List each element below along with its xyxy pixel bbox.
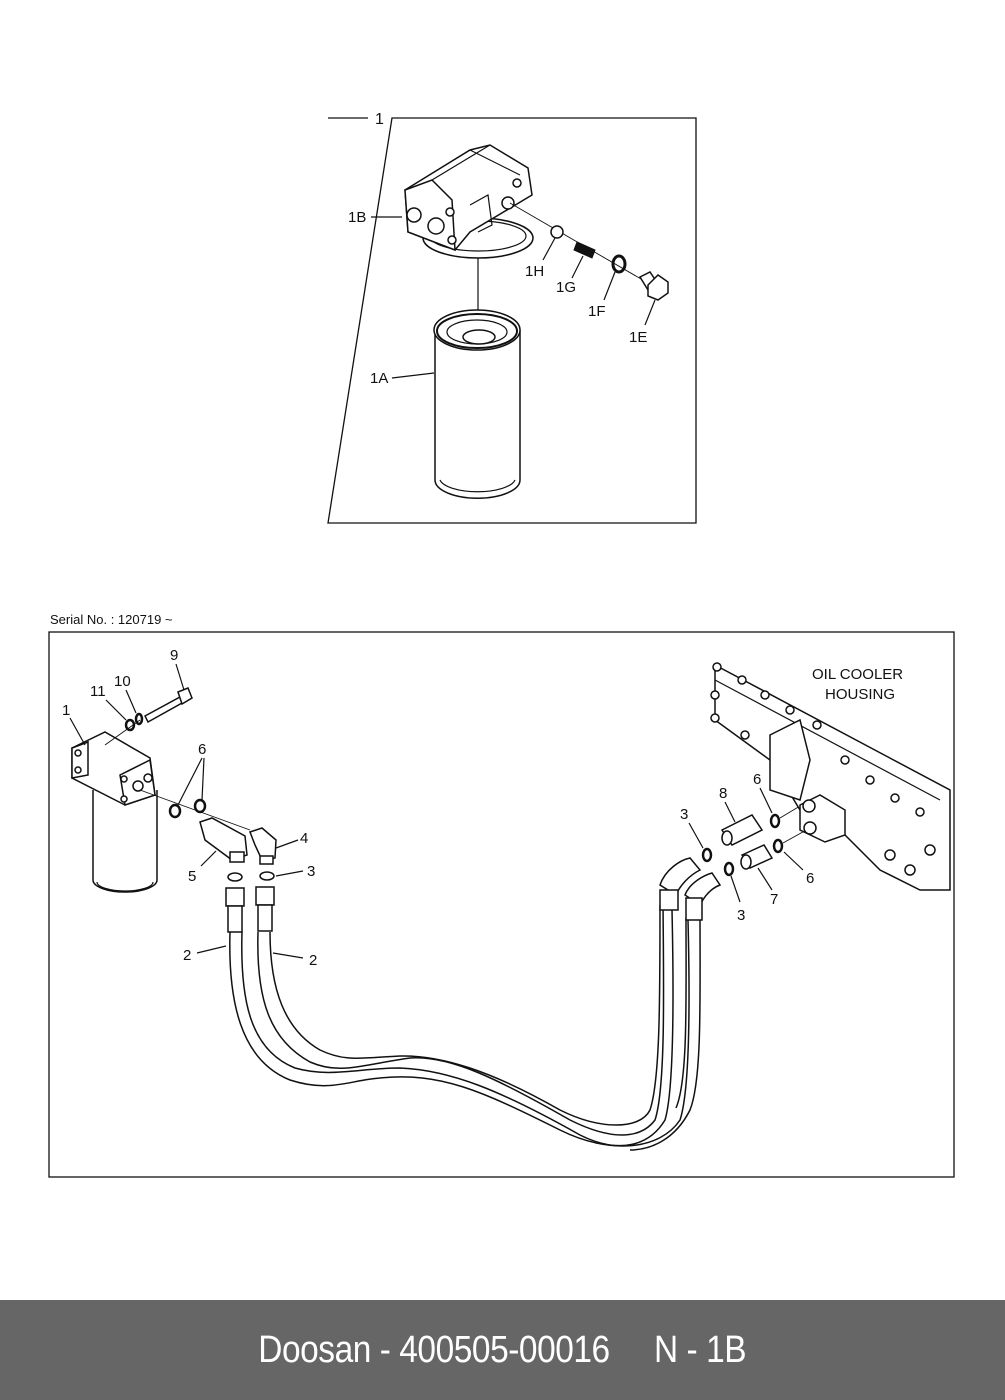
part-1F-oring bbox=[611, 254, 627, 274]
callout-1A: 1A bbox=[370, 370, 388, 387]
hose-end-right bbox=[659, 857, 722, 921]
oring-6-left-a bbox=[168, 803, 182, 819]
part-1H-ring bbox=[550, 225, 564, 239]
callout-1: 1 bbox=[62, 702, 70, 719]
part-1E-plug bbox=[638, 271, 669, 301]
serial-number-label: Serial No. : 120719 ~ bbox=[50, 612, 173, 627]
callout-3-left: 3 bbox=[307, 863, 315, 880]
fitting-5 bbox=[199, 817, 248, 863]
callout-6-lower: 6 bbox=[806, 870, 814, 887]
bottom-assembly-frame bbox=[48, 631, 955, 1178]
oring-3-left-b bbox=[259, 871, 275, 881]
callout-10: 10 bbox=[114, 673, 131, 690]
callout-11: 11 bbox=[90, 683, 106, 700]
callout-1G: 1G bbox=[556, 279, 576, 296]
oring-3-right-a bbox=[701, 847, 713, 863]
filter-head bbox=[404, 144, 534, 259]
hose-end-left bbox=[225, 886, 275, 933]
callout-1E: 1E bbox=[629, 329, 647, 346]
callout-9: 9 bbox=[170, 647, 178, 664]
oring-3-right-b bbox=[723, 861, 735, 877]
filter-canister bbox=[433, 309, 521, 499]
top-callouts: 1B 1H 1G 1F 1E 1A bbox=[348, 209, 656, 387]
fitting-7 bbox=[740, 844, 774, 870]
assembly-label-1: 1 bbox=[375, 111, 384, 128]
footer-part-number: Doosan - 400505-00016 N - 1B bbox=[258, 1328, 747, 1371]
bottom-callouts: 9 10 11 1 6 4 5 3 2 2 3 8 6 6 7 3 bbox=[62, 647, 814, 969]
callout-4: 4 bbox=[300, 830, 308, 847]
callout-1F: 1F bbox=[588, 303, 606, 320]
callout-6-left: 6 bbox=[198, 741, 206, 758]
remote-filter-assembly bbox=[71, 731, 158, 893]
fitting-8 bbox=[720, 814, 764, 846]
callout-3-upper: 3 bbox=[680, 806, 688, 823]
oil-cooler-housing bbox=[710, 662, 951, 891]
fitting-4-elbow bbox=[249, 827, 277, 865]
callout-2-left: 2 bbox=[183, 947, 191, 964]
oring-3-left-a bbox=[227, 872, 243, 882]
callout-1B: 1B bbox=[348, 209, 366, 226]
bolt-assembly bbox=[104, 687, 193, 746]
part-1G-spring bbox=[573, 241, 596, 259]
hoses bbox=[229, 904, 701, 1151]
callout-3-lower: 3 bbox=[737, 907, 745, 924]
callout-5: 5 bbox=[188, 868, 196, 885]
oil-cooler-label-line2: HOUSING bbox=[825, 686, 895, 703]
oring-6-right-a bbox=[769, 813, 781, 829]
callout-7: 7 bbox=[770, 891, 778, 908]
footer-bar: Doosan - 400505-00016 N - 1B bbox=[0, 1300, 1005, 1400]
callout-6-upper: 6 bbox=[753, 771, 761, 788]
oil-cooler-label-line1: OIL COOLER bbox=[812, 666, 903, 683]
callout-1H: 1H bbox=[525, 263, 544, 280]
top-assembly-frame: 1 bbox=[327, 111, 697, 524]
callout-8: 8 bbox=[719, 785, 727, 802]
callout-2-right: 2 bbox=[309, 952, 317, 969]
oring-6-right-b bbox=[772, 838, 784, 854]
